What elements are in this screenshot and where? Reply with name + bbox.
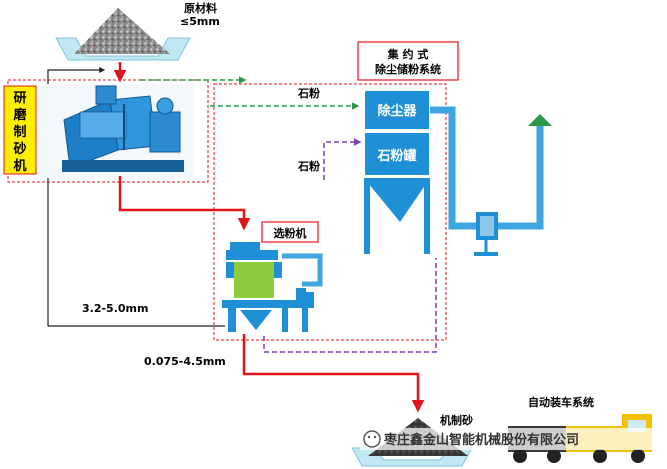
return-loop-line: [47, 67, 106, 326]
powder-line-upper: [323, 138, 362, 180]
machine-sand-label: 机制砂: [440, 413, 473, 427]
size-return-label: 3.2-5.0mm: [82, 302, 148, 315]
powder-line-lower: [263, 258, 437, 353]
dust-collector-tower: [363, 89, 431, 254]
mill-char-4: 砂: [12, 141, 26, 157]
raw-material-label-2: ≤5mm: [180, 15, 220, 28]
dust-system-title-1: 集 约 式: [387, 47, 429, 61]
classifier-label-box: [261, 221, 319, 243]
mill-to-classifier-arrow: [118, 176, 251, 231]
mill-label-box: [3, 85, 37, 175]
mill-char-3: 制: [13, 124, 26, 140]
exhaust-duct: [430, 106, 552, 256]
dust-collector-box: [363, 89, 431, 131]
classifier-machine: [222, 242, 323, 332]
powder-tank-box: [363, 131, 431, 177]
classifier-green-chamber: [234, 262, 274, 298]
dust-system-title-2: 除尘储粉系统: [375, 62, 441, 76]
powder-tank-label: 石粉罐: [376, 148, 416, 164]
mill-char-2: 磨: [13, 107, 26, 123]
mill-char-1: 研: [13, 91, 26, 106]
stone-powder-label-mid: 石粉: [297, 159, 320, 173]
raw-material-hopper: [55, 8, 191, 61]
sand-making-machine: [40, 84, 194, 178]
raw-material-label-1: 原材料: [184, 1, 217, 15]
mill-char-5: 机: [13, 158, 26, 174]
classifier-label: 选粉机: [274, 226, 307, 240]
classifier-to-sand-arrow: [242, 334, 425, 413]
exhaust-arrow: [528, 114, 552, 126]
watermark-company: 枣庄鑫金山智能机械股份有限公司: [383, 432, 579, 448]
stone-powder-label-top: 石粉: [297, 86, 320, 100]
size-output-label: 0.075-4.5mm: [144, 355, 226, 368]
auto-loading-label: 自动装车系统: [528, 395, 594, 409]
watermark: 枣庄鑫金山智能机械股份有限公司: [360, 428, 666, 450]
wechat-icon: [363, 430, 381, 448]
powder-tank-cone: [364, 178, 430, 222]
system-frame: [213, 83, 447, 341]
dust-collector-label: 除尘器: [377, 103, 417, 119]
dust-system-title-box: [357, 41, 459, 81]
